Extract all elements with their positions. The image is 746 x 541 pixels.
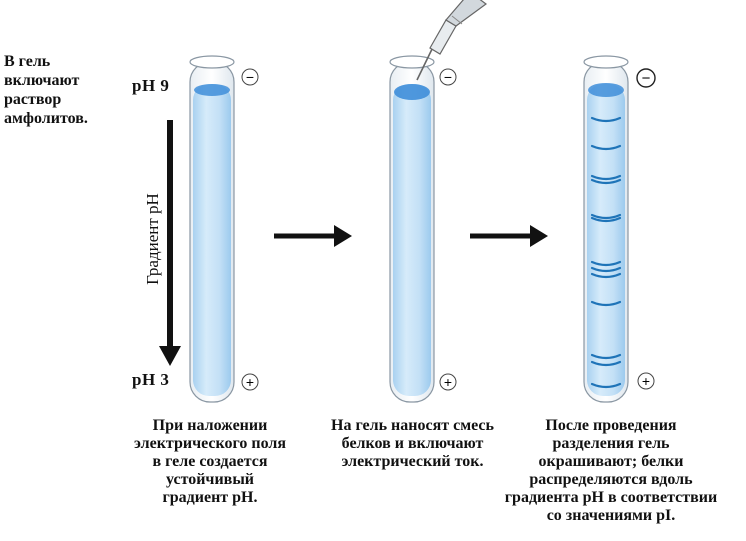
tube-2: − +	[389, 55, 457, 403]
tube-2-plus: +	[444, 374, 452, 390]
step-arrow-2	[470, 225, 548, 247]
caption-step-3: После проведения разделения гель окрашив…	[504, 417, 718, 524]
protein-bands	[590, 116, 622, 389]
step-arrow-1	[274, 225, 352, 247]
tube-1: − +	[189, 55, 259, 403]
tube-2-minus: −	[444, 69, 452, 85]
tube-3: − +	[583, 55, 656, 403]
caption-step-2: На гель наносят смесь белков и включают …	[331, 417, 494, 470]
ph-bottom-label: pH 3	[132, 370, 170, 389]
pipette-icon	[416, 0, 488, 81]
tube-3-minus: −	[642, 70, 651, 87]
caption-step-1: При наложении электрического поля в геле…	[133, 417, 287, 506]
intro-text: В гель включают раствор амфолитов.	[4, 53, 88, 127]
tube-1-plus: +	[246, 374, 254, 390]
tube-1-minus: −	[246, 69, 254, 85]
ph-top-label: pH 9	[132, 76, 170, 95]
tube-3-plus: +	[642, 373, 650, 389]
gradient-arrow	[159, 120, 181, 366]
